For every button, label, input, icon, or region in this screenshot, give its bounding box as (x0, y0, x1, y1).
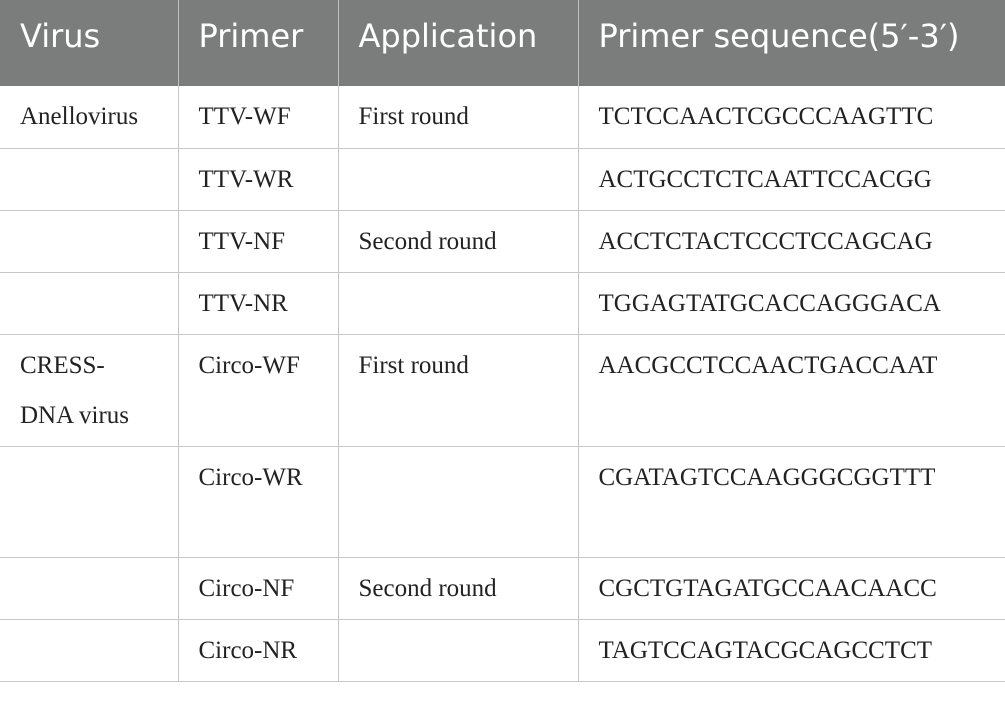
cell-application: First round (337, 334, 578, 447)
table-row: Anellovirus TTV-WF First round TCTCCAACT… (0, 86, 1005, 149)
header-primer: Primer (177, 0, 338, 86)
cell-primer: TTV-WF (177, 86, 338, 149)
cell-sequence: AACGCCTCCAACTGACCAAT (577, 334, 1005, 447)
cell-virus: Anellovirus (0, 86, 178, 149)
cell-virus (0, 148, 178, 211)
cell-sequence: ACTGCCTCTCAATTCCACGG (577, 148, 1005, 211)
cell-primer: Circo-NR (177, 619, 338, 682)
table-row: Circo-NR TAGTCCAGTACGCAGCCTCT (0, 619, 1005, 682)
cell-sequence: ACCTCTACTCCCTCCAGCAG (577, 210, 1005, 273)
table-row: TTV-NR TGGAGTATGCACCAGGGACA (0, 272, 1005, 335)
table-row: CRESS-DNA virus Circo-WF First round AAC… (0, 334, 1005, 447)
cell-virus (0, 557, 178, 620)
cell-sequence: CGCTGTAGATGCCAACAACC (577, 557, 1005, 620)
cell-virus (0, 619, 178, 682)
table-row: TTV-NF Second round ACCTCTACTCCCTCCAGCAG (0, 210, 1005, 273)
table-row: Circo-WR CGATAGTCCAAGGGCGGTTT (0, 446, 1005, 558)
cell-virus: CRESS-DNA virus (0, 334, 178, 447)
primer-table: Virus Primer Application Primer sequence… (0, 0, 1005, 682)
cell-primer: TTV-WR (177, 148, 338, 211)
cell-sequence: TGGAGTATGCACCAGGGACA (577, 272, 1005, 335)
cell-primer: Circo-NF (177, 557, 338, 620)
cell-sequence: CGATAGTCCAAGGGCGGTTT (577, 446, 1005, 558)
table-row: TTV-WR ACTGCCTCTCAATTCCACGG (0, 148, 1005, 211)
cell-application: Second round (337, 210, 578, 273)
cell-application (337, 446, 578, 558)
cell-primer: Circo-WF (177, 334, 338, 447)
cell-primer: Circo-WR (177, 446, 338, 558)
cell-primer: TTV-NF (177, 210, 338, 273)
cell-virus (0, 272, 178, 335)
cell-application (337, 272, 578, 335)
table-body: Anellovirus TTV-WF First round TCTCCAACT… (0, 86, 1005, 682)
cell-virus (0, 210, 178, 273)
cell-application: First round (337, 86, 578, 149)
cell-application: Second round (337, 557, 578, 620)
header-sequence: Primer sequence(5′-3′) (577, 0, 1005, 86)
header-row: Virus Primer Application Primer sequence… (0, 0, 1005, 86)
cell-application (337, 619, 578, 682)
cell-sequence: TAGTCCAGTACGCAGCCTCT (577, 619, 1005, 682)
cell-virus (0, 446, 178, 558)
table-header: Virus Primer Application Primer sequence… (0, 0, 1005, 86)
header-virus: Virus (0, 0, 178, 86)
header-application: Application (337, 0, 578, 86)
table-row: Circo-NF Second round CGCTGTAGATGCCAACAA… (0, 557, 1005, 620)
cell-application (337, 148, 578, 211)
cell-primer: TTV-NR (177, 272, 338, 335)
cell-sequence: TCTCCAACTCGCCCAAGTTC (577, 86, 1005, 149)
